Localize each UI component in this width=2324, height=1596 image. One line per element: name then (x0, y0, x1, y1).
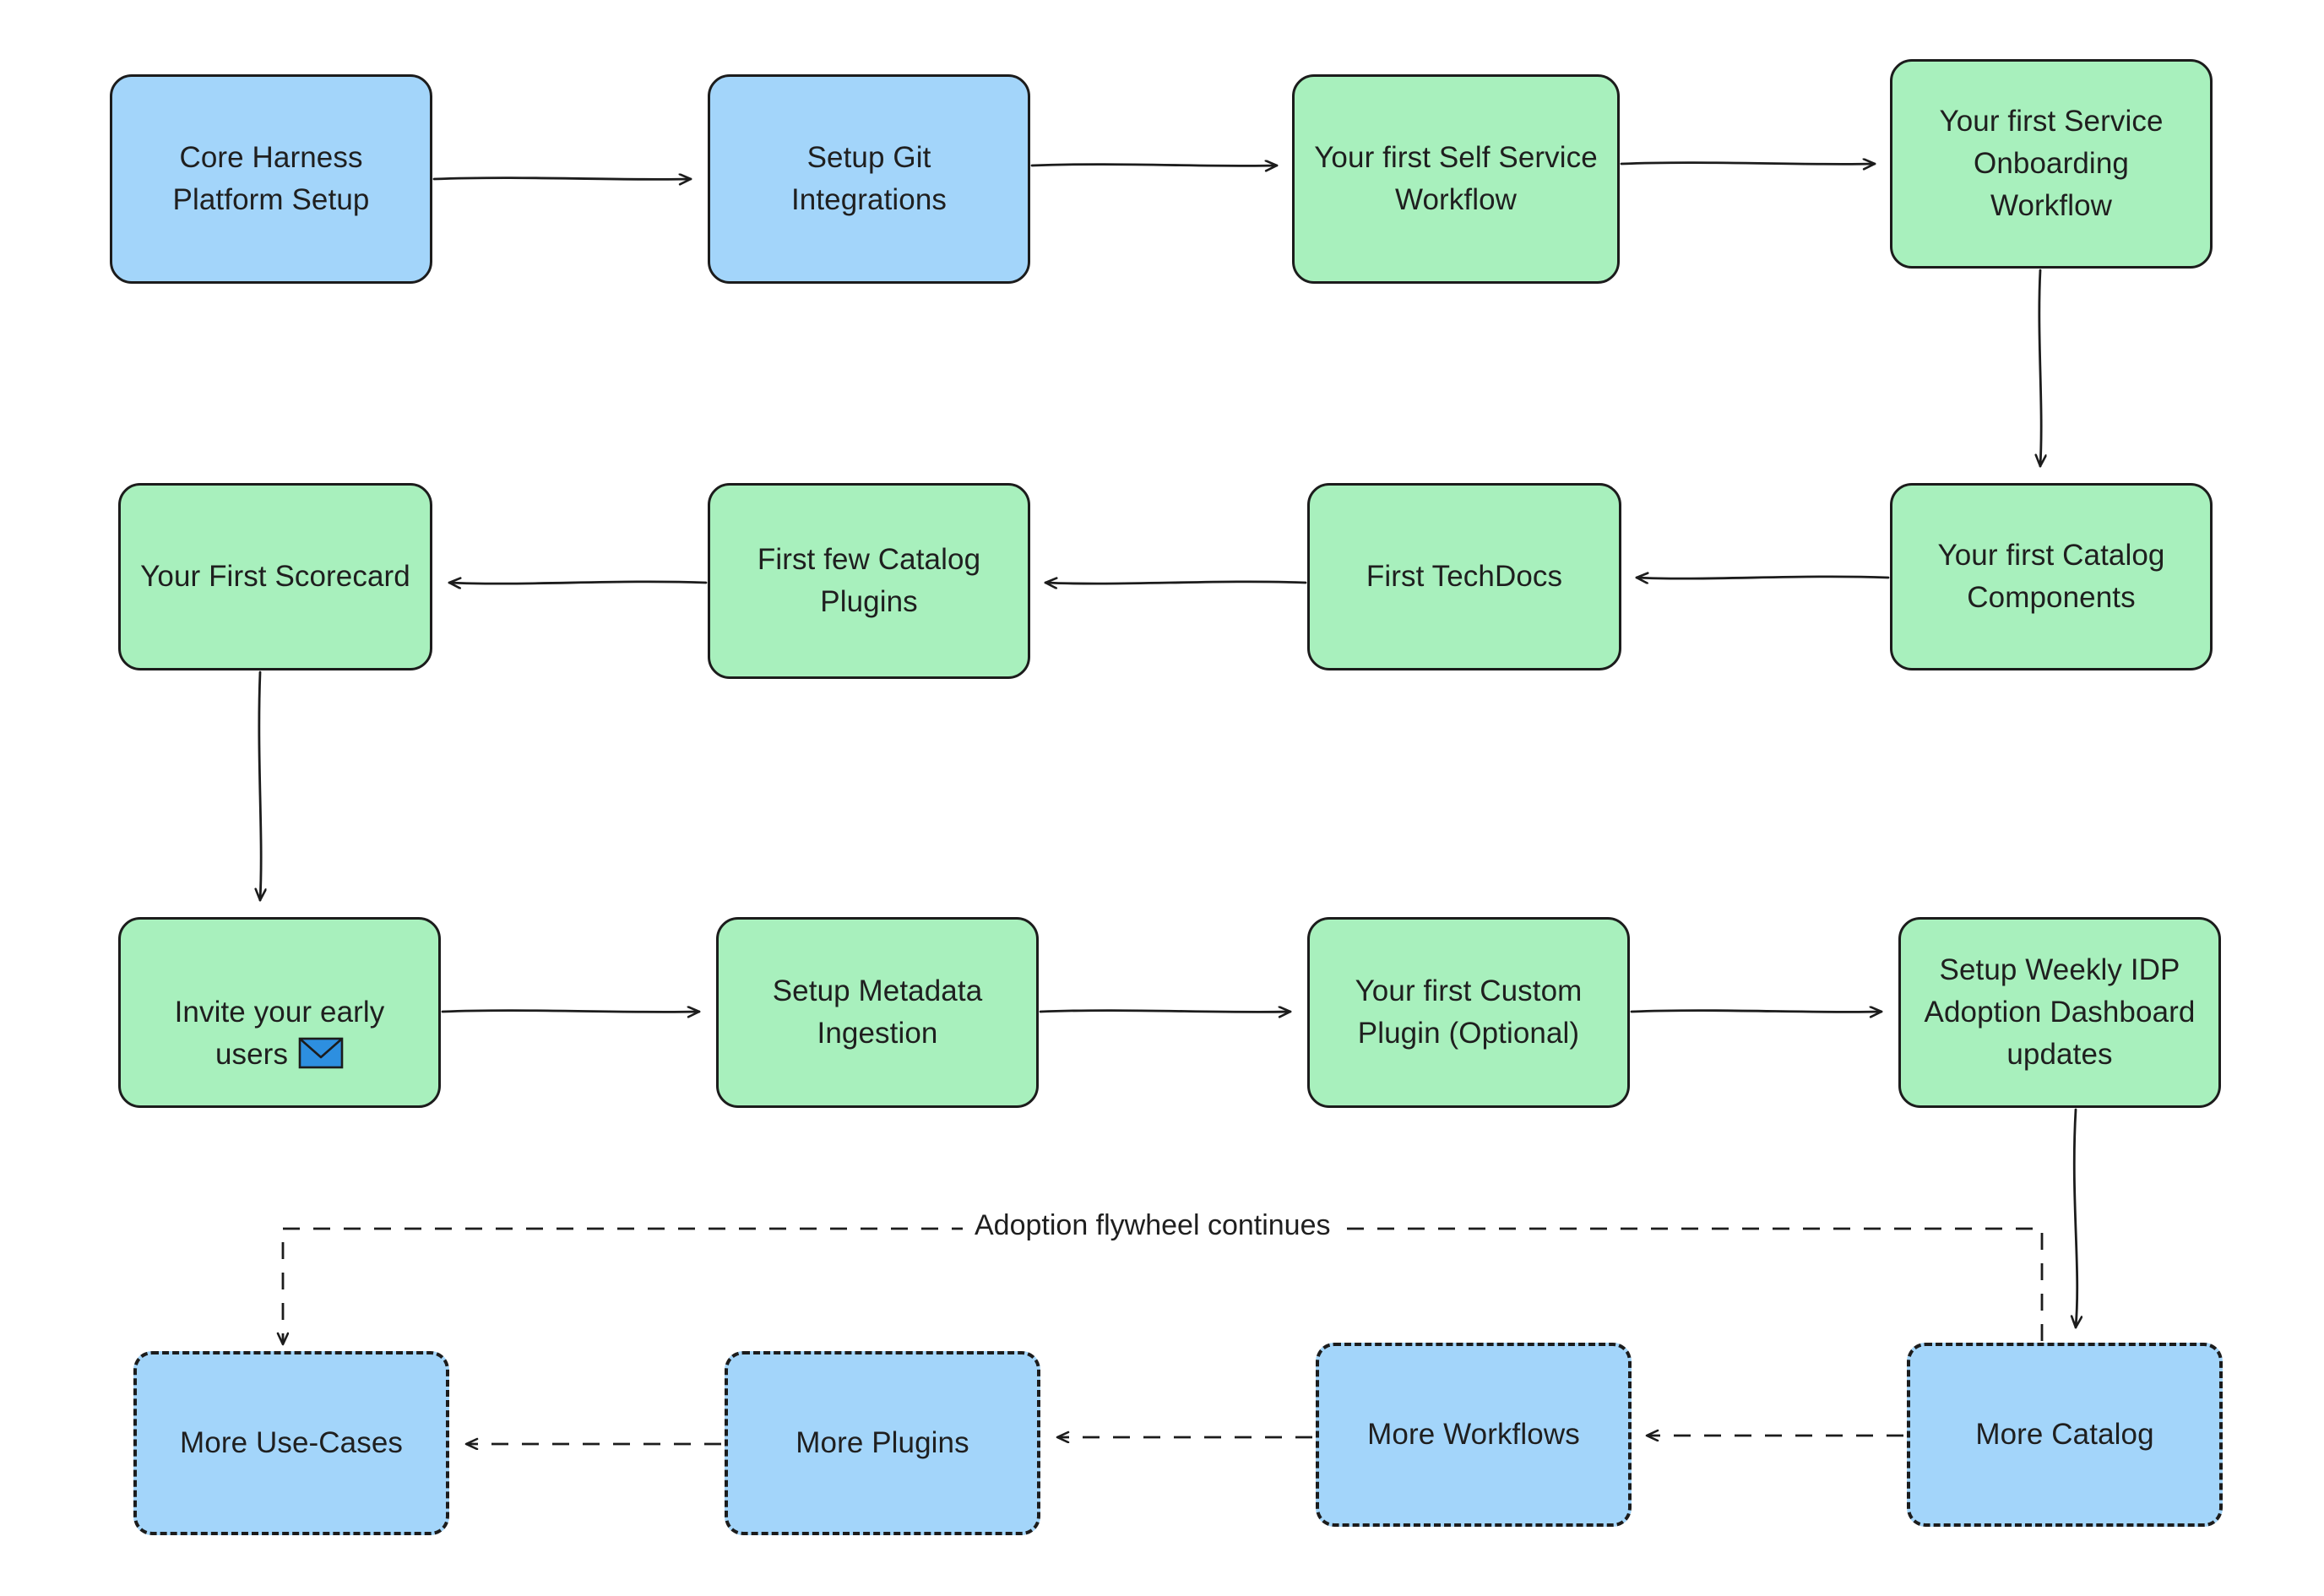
node-first-techdocs[interactable]: First TechDocs (1307, 483, 1621, 670)
node-label: More Catalog (1975, 1418, 2154, 1452)
edge-metadata-to-customplugin (1039, 1011, 1292, 1012)
edge-core-to-git (432, 178, 692, 180)
node-your-first-custom-plugin[interactable]: Your first Custom Plugin (Optional) (1307, 917, 1630, 1108)
node-label: Setup Git Integrations (790, 141, 948, 216)
node-label: Your first Service Onboarding Workflow (1939, 105, 2164, 222)
node-setup-metadata-ingestion[interactable]: Setup Metadata Ingestion (716, 917, 1039, 1108)
node-label: First TechDocs (1366, 560, 1563, 594)
node-first-few-catalog-plugins[interactable]: First few Catalog Plugins (708, 483, 1030, 679)
node-label-text: Invite your early users (174, 996, 385, 1071)
node-more-plugins[interactable]: More Plugins (725, 1351, 1040, 1535)
node-label: Your first Catalog Components (1937, 539, 2165, 614)
node-label: First few Catalog Plugins (757, 543, 981, 618)
edge-selfservice-to-onboarding (1620, 163, 1876, 165)
edge-catalogplugins-to-scorecard (448, 582, 708, 584)
node-more-use-cases[interactable]: More Use-Cases (133, 1351, 449, 1535)
node-label: Setup Metadata Ingestion (772, 974, 983, 1050)
node-label: More Workflows (1367, 1418, 1580, 1452)
edge-git-to-selfservice (1030, 165, 1279, 166)
edge-invite-to-metadata (441, 1011, 701, 1012)
edge-catalogcomponents-to-techdocs (1635, 577, 1890, 578)
node-invite-your-early-users[interactable]: Invite your early users (118, 917, 441, 1108)
node-label: More Plugins (795, 1426, 969, 1460)
mail-icon (298, 1037, 344, 1069)
edge-label-adoption-flywheel: Adoption flywheel continues (963, 1209, 1343, 1242)
node-label: Your first Custom Plugin (Optional) (1355, 974, 1583, 1050)
edge-weeklyidp-to-morecatalog (2074, 1108, 2077, 1329)
node-core-harness-platform-setup[interactable]: Core Harness Platform Setup (110, 74, 432, 284)
node-your-first-catalog-components[interactable]: Your first Catalog Components (1890, 483, 2213, 670)
node-your-first-scorecard[interactable]: Your First Scorecard (118, 483, 432, 670)
node-setup-weekly-idp-adoption-dashboard[interactable]: Setup Weekly IDP Adoption Dashboard upda… (1898, 917, 2221, 1108)
node-label: Your first Self Service Workflow (1314, 141, 1598, 216)
node-your-first-service-onboarding-workflow[interactable]: Your first Service Onboarding Workflow (1890, 59, 2213, 269)
edge-adoption-flywheel-loop (283, 1227, 2044, 1344)
node-label: Invite your early users (134, 949, 425, 1075)
edge-scorecard-to-invite (259, 670, 261, 902)
node-more-catalog[interactable]: More Catalog (1907, 1343, 2223, 1527)
edge-customplugin-to-weeklyidp (1630, 1011, 1883, 1012)
node-label: Your First Scorecard (140, 560, 410, 594)
node-label: Setup Weekly IDP Adoption Dashboard upda… (1924, 953, 2196, 1071)
node-setup-git-integrations[interactable]: Setup Git Integrations (708, 74, 1030, 284)
node-label: More Use-Cases (180, 1426, 403, 1460)
edge-onboarding-to-catalogcomponents (2039, 269, 2041, 468)
node-more-workflows[interactable]: More Workflows (1316, 1343, 1632, 1527)
edge-techdocs-to-catalogplugins (1044, 582, 1307, 584)
node-label: Core Harness Platform Setup (172, 141, 370, 216)
node-your-first-self-service-workflow[interactable]: Your first Self Service Workflow (1292, 74, 1620, 284)
